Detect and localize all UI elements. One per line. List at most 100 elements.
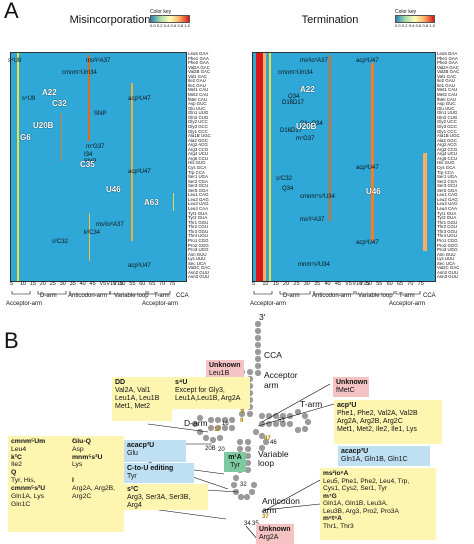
row-label: Ile1 GAU xyxy=(437,82,455,88)
anticodon-arm-label: Anticodon arm xyxy=(262,496,300,515)
nucleotide-bead xyxy=(272,420,280,428)
modification-annotation: m⁷G37 xyxy=(296,136,315,142)
pos-32: 32 xyxy=(240,482,247,488)
row-label: His GUG xyxy=(437,160,455,166)
row-label: Thr2 CGU xyxy=(437,224,458,230)
x-tick-label: 10 xyxy=(262,281,269,287)
region-cca-left: CCA xyxy=(176,293,189,299)
x-tick-label: V15 xyxy=(113,281,124,287)
row-label: Ala2 GGC xyxy=(188,137,209,143)
x-tick-label: 15 xyxy=(29,281,36,287)
modification-annotation: cmnm⁵s²U34 xyxy=(300,194,335,200)
heatmap-stripe xyxy=(61,113,62,161)
row-label: Trp CCA xyxy=(437,169,454,175)
nucleotide-bead xyxy=(265,420,273,428)
pos-9: 9 xyxy=(240,418,244,424)
row-label: Phe2 GAA xyxy=(437,60,458,66)
row-label: Pro1 CGG xyxy=(188,237,209,243)
region-t-arm-right: T-arm xyxy=(399,293,415,299)
trna-cloverleaf xyxy=(139,320,335,541)
nucleotide-bead xyxy=(238,410,246,418)
right-heatmap-title: Termination xyxy=(301,14,359,26)
row-label: Trp CCA xyxy=(188,169,205,175)
nucleotide-bead xyxy=(246,410,254,418)
row-label: Thr1 GGU xyxy=(437,219,458,225)
nucleotide-bead xyxy=(243,493,251,501)
row-label: Leu2 GAG xyxy=(188,196,209,202)
row-label: His GUG xyxy=(188,160,206,166)
row-label: Gly2 UCC xyxy=(437,119,457,125)
nucleotide-bead xyxy=(279,420,287,428)
nucleotide-bead xyxy=(254,341,262,349)
row-label: Ser1 UGA xyxy=(437,174,458,180)
modification-annotation: acp³U47 xyxy=(356,240,379,246)
row-label: Sec UCA xyxy=(188,260,207,266)
row-label: Val2B GAC xyxy=(437,69,460,75)
nucleotide-bead xyxy=(301,412,309,420)
nucleotide-bead xyxy=(286,412,294,420)
pos-37: 37 xyxy=(262,514,269,520)
heatmap-stripe xyxy=(88,55,90,141)
x-tick-label: 60 xyxy=(139,281,146,287)
region-acceptor2-left: Acceptor-arm xyxy=(142,301,179,307)
x-tick-label: 65 xyxy=(396,281,404,287)
nucleotide-bead xyxy=(254,355,262,363)
row-label: Gly3 GCC xyxy=(188,123,209,129)
region-brackets xyxy=(11,291,421,295)
pos-47: 47 xyxy=(264,436,271,442)
row-label: Asn2 GUU xyxy=(437,269,458,275)
row-label: Arg3 CCG xyxy=(188,146,209,152)
modification-annotation: acp³U47 xyxy=(356,165,379,171)
modification-annotation: cmnm⁵Um34 xyxy=(62,70,97,76)
row-label: Gly3 GCC xyxy=(437,123,458,129)
nucleotide-bead xyxy=(202,434,210,442)
row-label: Phe2 GAA xyxy=(188,60,209,66)
row-label: Ile1 GAU xyxy=(188,82,206,88)
nucleotide-bead xyxy=(254,327,262,335)
region-acceptor-left: Acceptor-arm xyxy=(6,301,43,307)
nucleotide-bead xyxy=(232,474,240,482)
region-acceptor2-right: Acceptor-arm xyxy=(389,301,426,307)
right-heatmap xyxy=(252,52,436,282)
region-t-arm-left: T-arm xyxy=(154,293,170,299)
row-label: Ala1B UGC xyxy=(188,133,211,139)
row-label: Arg2 ACG xyxy=(188,142,208,148)
row-label: Leu5 GAA xyxy=(188,51,209,56)
pos-35: 35 xyxy=(252,521,259,527)
modification-annotation: acp³U47 xyxy=(128,169,151,175)
t-arm-label: T-arm xyxy=(300,399,323,409)
heatmap-stripe xyxy=(269,53,271,281)
heatmap-stripe xyxy=(131,83,133,241)
row-label: Pro2 GGG xyxy=(437,242,458,248)
region-d-arm-left: D-arm xyxy=(40,293,57,299)
heatmap-stripe xyxy=(371,63,374,241)
region-cca-right: CCA xyxy=(423,293,436,299)
nucleotide-bead xyxy=(236,438,244,446)
pos-8: 8 xyxy=(241,409,245,415)
pos-46: 46 xyxy=(270,440,277,446)
heatmap-stripe xyxy=(329,55,331,221)
nucleotide-bead xyxy=(252,428,260,436)
row-label: Val2A GAC xyxy=(437,64,459,70)
nucleotide-bead xyxy=(258,444,266,452)
x-tick-label: 45 xyxy=(334,281,341,287)
nucleotide-bead xyxy=(258,412,266,420)
nucleotide-bead xyxy=(236,445,244,453)
nucleotide-bead xyxy=(254,334,262,342)
region-anticodon-right: Anticodon-arm xyxy=(312,293,352,299)
nucleotide-bead xyxy=(301,425,309,433)
nucleotide-bead xyxy=(244,459,252,467)
highlight-annotation: G6 xyxy=(20,133,31,142)
modification-annotation: s⁴U9 xyxy=(22,96,36,102)
row-label: Gln1 UUG xyxy=(188,110,209,116)
row-label: Leu5 GAA xyxy=(437,51,458,56)
x-tick-label: 20 xyxy=(39,281,46,287)
row-label: Arg4 UCU xyxy=(437,151,458,157)
row-label: Ile2 GAU xyxy=(437,78,455,84)
nucleotide-bead xyxy=(294,408,302,416)
highlight-annotation: U20B xyxy=(296,122,317,131)
nucleotide-bead xyxy=(244,445,252,453)
